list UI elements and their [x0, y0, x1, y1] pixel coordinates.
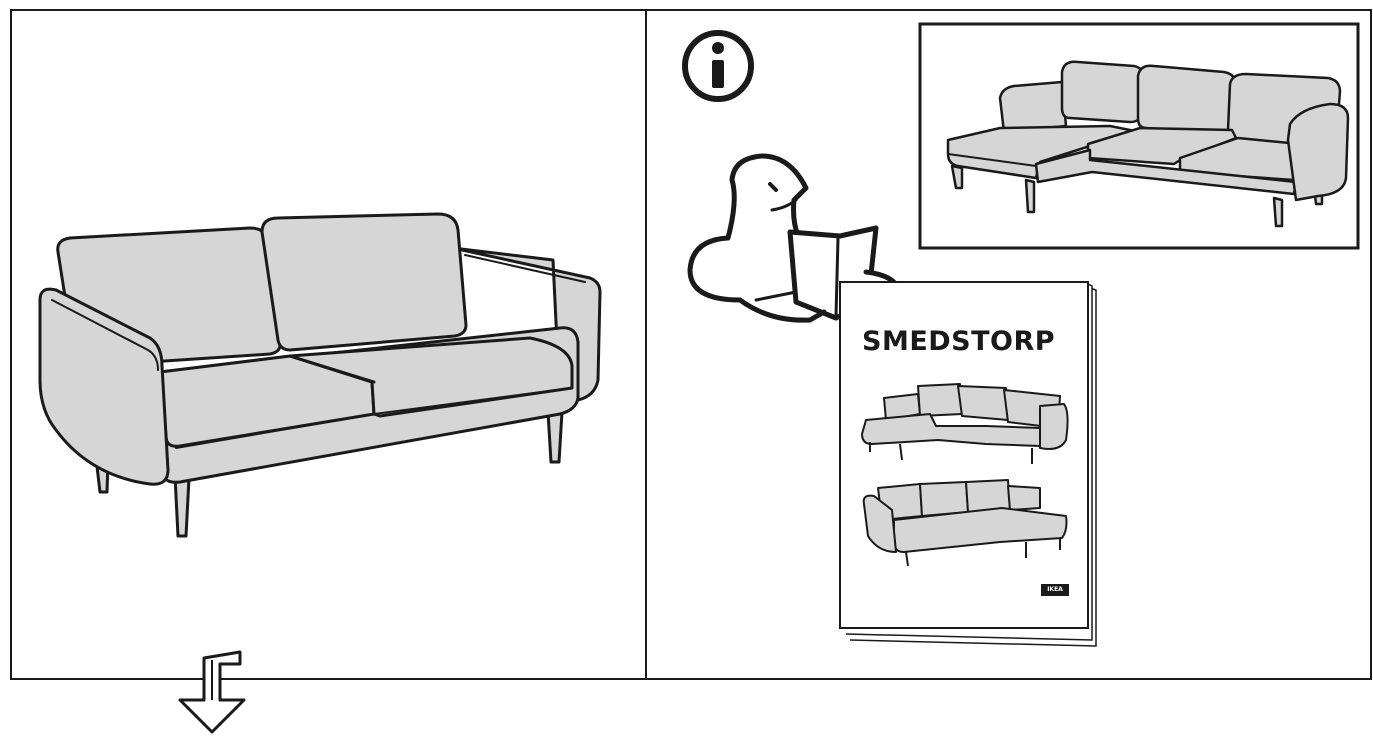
booklet-title: SMEDSTORP [862, 326, 1056, 357]
sofa-illustration [38, 212, 602, 538]
booklet-sofa-right-chaise [862, 479, 1068, 567]
booklet-sofa-left-chaise [861, 383, 1069, 464]
instruction-booklet [839, 281, 1097, 647]
info-icon [682, 30, 754, 102]
brand-logo: IKEA [1041, 584, 1069, 596]
down-arrow-icon [178, 650, 246, 734]
sectional-sofa-illustration [946, 60, 1350, 228]
